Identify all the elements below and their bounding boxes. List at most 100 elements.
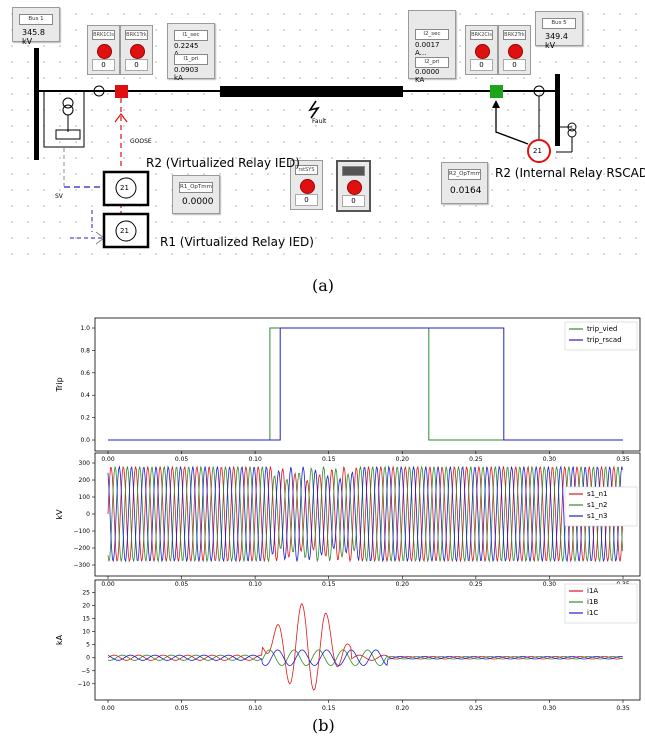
bus5-bar [555, 74, 560, 146]
y-tick-label: 15 [82, 616, 90, 623]
y-tick-label: −300 [74, 562, 91, 569]
series-i1C [107, 649, 623, 667]
y-tick-label: 100 [79, 494, 91, 501]
control-panel-2[interactable]: 0 [336, 160, 371, 212]
series-trip_vied [108, 327, 623, 441]
bus1-meter: Bus 1 345.8 kV [12, 7, 60, 46]
y-tick-label: 0.6 [80, 370, 90, 377]
current-meter-i1: I1_sec 0.2245 A... I1_pri 0.0903 kA [167, 23, 215, 82]
chart-frame-2 [94, 579, 641, 701]
series-trip_rscad [108, 327, 623, 441]
x-tick-label: 0.05 [175, 705, 189, 712]
x-tick-label: 0.25 [469, 456, 483, 463]
x-tick-label: 0.00 [101, 581, 115, 588]
x-tick-label: 0.05 [175, 456, 189, 463]
current-meter-i2: I2_sec 0.0017 A... I2_pri 0.0000 KA [408, 10, 456, 84]
internal-relay-21: 21 [533, 147, 542, 155]
x-tick-label: 0.25 [469, 705, 483, 712]
reset-system-panel[interactable]: rstSYS 0 [290, 160, 323, 210]
y-tick-label: 200 [79, 477, 91, 484]
x-tick-label: 0.20 [396, 456, 410, 463]
r2-relay-21: 21 [120, 184, 129, 192]
legend-label-i1B: i1B [587, 598, 598, 606]
chart-frame-0 [94, 317, 641, 452]
y-axis-label: kA [55, 634, 64, 645]
y-tick-label: −5 [81, 668, 90, 675]
x-tick-label: 0.15 [322, 456, 336, 463]
y-tick-label: 0.0 [80, 437, 90, 444]
fault-label: Fault [312, 118, 327, 125]
x-tick-label: 0.20 [396, 705, 410, 712]
caption-a: (a) [312, 276, 335, 295]
x-tick-label: 0.10 [248, 456, 262, 463]
legend-box-0 [564, 321, 638, 351]
x-tick-label: 0.15 [322, 705, 336, 712]
r2-optime-meter: R2_OpTmm 0.0164 [441, 162, 488, 204]
x-tick-label: 0.25 [469, 581, 483, 588]
y-tick-label: 300 [79, 460, 91, 467]
x-tick-label: 0.20 [396, 581, 410, 588]
y-tick-label: 5 [86, 642, 90, 649]
caption-b: (b) [312, 716, 335, 735]
line-section [220, 86, 403, 97]
legend-label-trip_vied: trip_vied [587, 325, 617, 333]
breaker-panel-brk2cls[interactable]: BRK2Cls 0 [465, 25, 498, 75]
legend-label-i1C: i1C [587, 609, 598, 617]
internal-relay-circle [527, 139, 551, 163]
y-tick-label: 1.0 [80, 325, 90, 332]
y-tick-label: −10 [77, 681, 90, 688]
x-tick-label: 0.00 [101, 456, 115, 463]
r2-virtual-label: R2 (Virtualized Relay IED) [146, 156, 300, 170]
bus5-meter: Bus 5 349.4 kV [535, 11, 583, 50]
x-tick-label: 0.30 [543, 705, 557, 712]
series-s1_n1 [107, 465, 624, 563]
legend-label-s1_n2: s1_n2 [587, 501, 608, 509]
one-line-diagram: 21 21 21 Bus 1 345.8 kV Bus 5 349.4 kV B… [0, 0, 645, 260]
x-tick-label: 0.35 [616, 705, 630, 712]
x-tick-label: 0.30 [543, 456, 557, 463]
series-i1A [107, 603, 623, 691]
x-tick-label: 0.00 [101, 705, 115, 712]
y-tick-label: 10 [82, 629, 90, 636]
breaker-panel-brk1trk[interactable]: BRK1Trk 0 [120, 25, 153, 75]
legend-label-trip_rscad: trip_rscad [587, 336, 622, 344]
chart-frame-1 [94, 452, 641, 577]
breaker-left-red [115, 85, 128, 98]
legend-label-s1_n3: s1_n3 [587, 512, 608, 520]
series-s1_n3 [107, 465, 624, 563]
series-i1B [107, 649, 623, 667]
y-tick-label: 0.4 [80, 392, 90, 399]
y-tick-label: 25 [82, 590, 90, 597]
y-tick-label: 0 [86, 655, 90, 662]
fault-icon [308, 100, 320, 119]
breaker-panel-brk2trk[interactable]: BRK2Trk 0 [498, 25, 531, 75]
charts-figure: 0.00 0.05 0.10 0.15 0.20 0.25 0.30 0.35 0.0 0.2 0.… [55, 317, 641, 712]
r1-optime-meter: R1_OpTmm 0.0000 [172, 175, 220, 214]
goose-label: GOOSE [130, 138, 152, 145]
legend-label-s1_n1: s1_n1 [587, 490, 608, 498]
legend-box-2 [564, 583, 638, 624]
series-s1_n2 [107, 465, 624, 563]
r1-relay-21: 21 [120, 227, 129, 235]
y-tick-label: −100 [74, 528, 91, 535]
x-tick-label: 0.30 [543, 581, 557, 588]
y-tick-label: 0.8 [80, 347, 90, 354]
x-tick-label: 0.10 [248, 705, 262, 712]
y-axis-label: kV [55, 509, 64, 520]
x-tick-label: 0.15 [322, 581, 336, 588]
y-tick-label: 20 [82, 603, 90, 610]
breaker-panel-brk1cls[interactable]: BRK1Cls 0 [87, 25, 120, 75]
y-tick-label: 0.2 [80, 415, 90, 422]
r1-virtual-label: R1 (Virtualized Relay IED) [160, 235, 314, 249]
y-tick-label: 0 [86, 511, 90, 518]
x-tick-label: 0.05 [175, 581, 189, 588]
bus1-bar [34, 48, 39, 160]
legend-label-i1A: i1A [587, 587, 598, 595]
diagram-lines [34, 48, 577, 249]
y-tick-label: −200 [74, 545, 91, 552]
x-tick-label: 0.35 [616, 456, 630, 463]
sv-label: SV [55, 193, 63, 200]
x-tick-label: 0.10 [248, 581, 262, 588]
breaker-right-green [490, 85, 503, 98]
y-axis-label: Trip [55, 377, 64, 392]
